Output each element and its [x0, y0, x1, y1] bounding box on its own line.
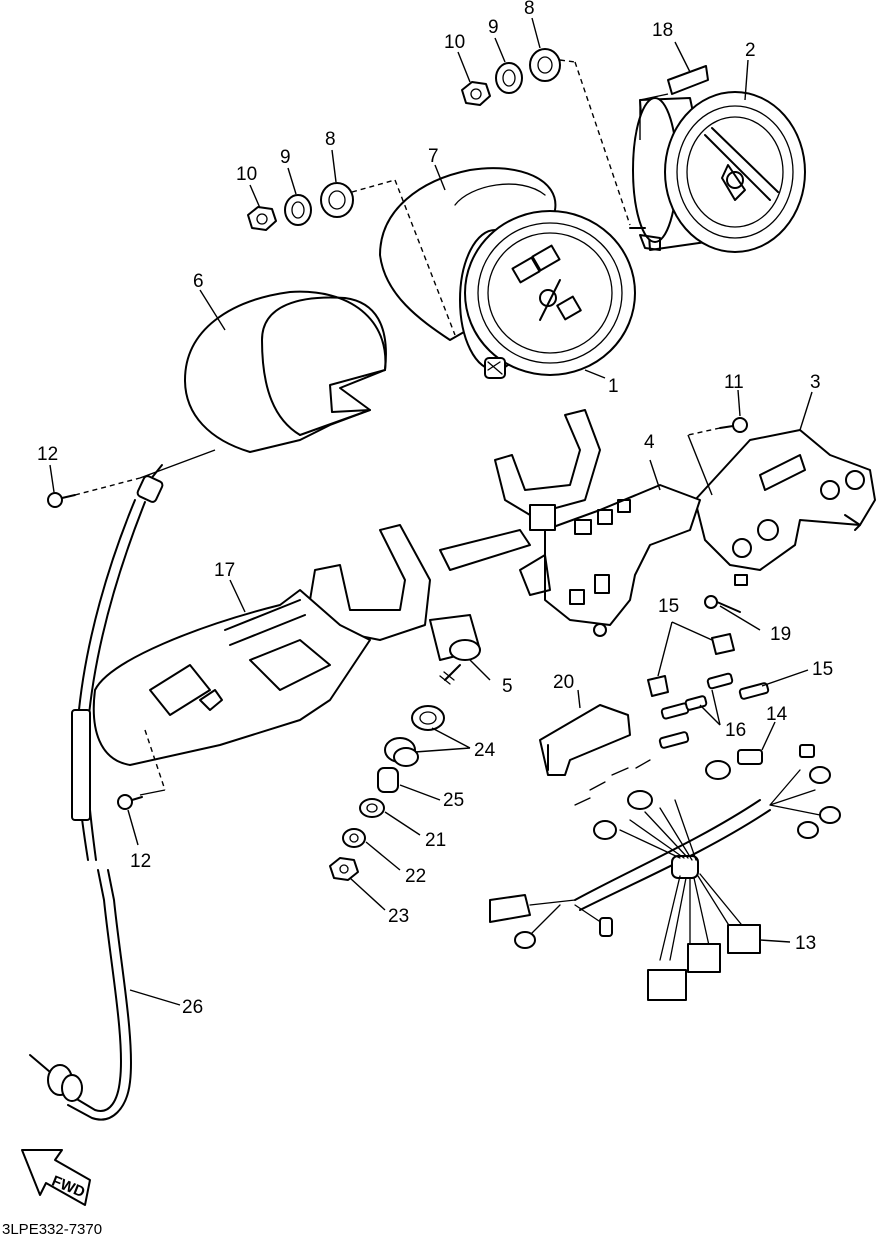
bracket-part-4 — [519, 484, 701, 637]
label-5: 5 — [502, 676, 513, 697]
label-3: 3 — [810, 372, 821, 393]
cover-part-6 — [184, 290, 387, 453]
damper-part-20 — [539, 704, 631, 776]
label-10-upper: 10 — [444, 32, 465, 53]
wire-harness-part-13 — [489, 744, 841, 1001]
screw-part-12-upper — [47, 449, 216, 508]
label-15-right: 15 — [812, 659, 833, 680]
label-23: 23 — [388, 906, 409, 927]
label-24: 24 — [474, 740, 496, 761]
label-10-middle: 10 — [236, 164, 257, 185]
fwd-direction-arrow: FWD — [21, 1149, 91, 1206]
washers-nuts-middle — [247, 179, 456, 336]
bulb-sockets — [647, 621, 770, 749]
label-9-upper: 9 — [488, 17, 499, 38]
label-22: 22 — [405, 866, 426, 887]
label-2: 2 — [745, 40, 756, 61]
label-20: 20 — [553, 672, 574, 693]
label-18: 18 — [652, 20, 673, 41]
screw-part-11 — [687, 417, 748, 496]
label-12-lower: 12 — [130, 851, 151, 872]
screw-part-12-lower — [117, 794, 143, 810]
label-19: 19 — [770, 624, 791, 645]
label-14: 14 — [766, 704, 788, 725]
cover-part-17 — [92, 589, 371, 796]
label-13: 13 — [795, 933, 816, 954]
label-11: 11 — [724, 372, 744, 393]
label-4: 4 — [644, 432, 655, 453]
speedometer-cable-part-26 — [29, 464, 164, 1121]
label-21: 21 — [425, 830, 446, 851]
part-18-strip — [639, 41, 709, 140]
part-labels: 1 2 3 4 5 6 7 8 8 9 9 10 10 11 12 12 13 … — [37, 0, 833, 1018]
label-26: 26 — [182, 997, 203, 1018]
fuse-part-14 — [737, 749, 763, 765]
speedometer-assembly — [379, 167, 636, 379]
label-1: 1 — [608, 376, 619, 397]
diagram-code: 3LPE332-7370 — [2, 1221, 102, 1237]
label-9-middle: 9 — [280, 147, 291, 168]
washers-nuts-upper — [461, 48, 631, 226]
label-7: 7 — [428, 146, 439, 167]
label-15-left: 15 — [658, 596, 679, 617]
label-17: 17 — [214, 560, 235, 581]
label-8-upper: 8 — [524, 0, 535, 19]
label-6: 6 — [193, 271, 204, 292]
screw-part-19 — [704, 595, 741, 613]
label-12-upper: 12 — [37, 444, 58, 465]
upper-u-bracket — [494, 409, 601, 531]
label-8-middle: 8 — [325, 129, 336, 150]
bracket-part-3 — [694, 429, 876, 586]
bushings-and-nuts — [329, 705, 445, 881]
tachometer-part-2 — [629, 91, 806, 253]
label-16: 16 — [725, 720, 746, 741]
label-25: 25 — [443, 790, 464, 811]
label-leaders — [49, 17, 813, 1006]
